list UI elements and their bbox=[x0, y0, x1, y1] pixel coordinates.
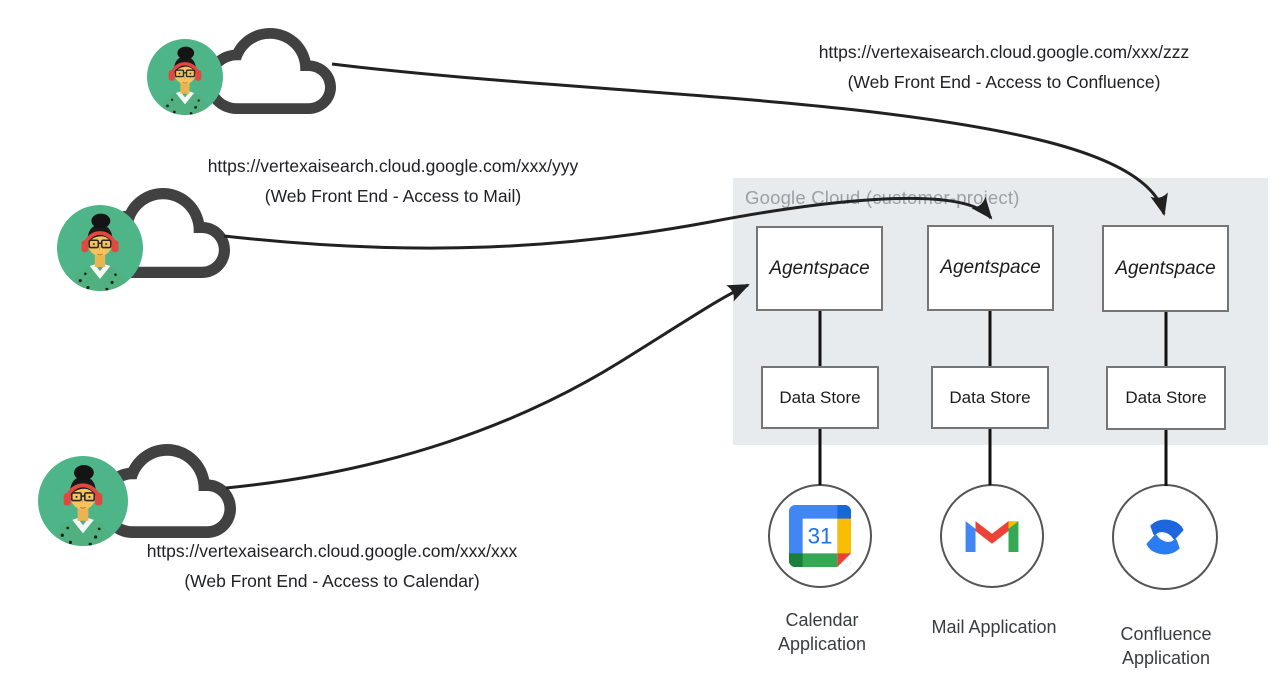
data-store-box-confluence: Data Store bbox=[1106, 366, 1226, 430]
data-store-box-mail: Data Store bbox=[931, 366, 1049, 429]
data-store-label: Data Store bbox=[1125, 388, 1207, 407]
user-avatar bbox=[57, 205, 143, 291]
agentspace-box-confluence: Agentspace bbox=[1102, 225, 1229, 312]
calendar-app-circle: 31 bbox=[768, 484, 872, 588]
gmail-icon bbox=[965, 521, 1019, 552]
calendar-app-label: Calendar Application bbox=[777, 610, 867, 654]
confluence-url: https://vertexaisearch.cloud.google.com/… bbox=[818, 42, 1190, 62]
user-avatar bbox=[38, 456, 128, 546]
mail-app-label: Mail Application bbox=[931, 617, 1057, 637]
calendar-url: https://vertexaisearch.cloud.google.com/… bbox=[146, 541, 518, 561]
data-store-label: Data Store bbox=[949, 387, 1031, 407]
mail-url: https://vertexaisearch.cloud.google.com/… bbox=[207, 156, 579, 176]
mail-app-circle bbox=[940, 484, 1044, 588]
confluence-app-circle bbox=[1112, 484, 1218, 590]
user-avatar bbox=[147, 39, 223, 115]
agentspace-label: Agentspace bbox=[1115, 257, 1216, 279]
data-store-box-calendar: Data Store bbox=[761, 366, 879, 429]
confluence-app-label: Confluence Application bbox=[1120, 624, 1212, 668]
data-store-label: Data Store bbox=[779, 387, 861, 407]
google-cloud-container-label: Google Cloud (customer-project) bbox=[745, 187, 1020, 208]
google-calendar-icon: 31 bbox=[789, 505, 851, 567]
svg-text:31: 31 bbox=[808, 523, 833, 548]
confluence-caption: (Web Front End - Access to Confluence) bbox=[847, 72, 1161, 92]
agentspace-label: Agentspace bbox=[769, 257, 870, 279]
calendar-url-block: https://vertexaisearch.cloud.google.com/… bbox=[107, 536, 557, 596]
agentspace-box-mail: Agentspace bbox=[927, 225, 1054, 311]
confluence-url-block: https://vertexaisearch.cloud.google.com/… bbox=[779, 37, 1229, 97]
agentspace-box-calendar: Agentspace bbox=[756, 226, 883, 311]
agentspace-label: Agentspace bbox=[940, 257, 1041, 278]
confluence-icon bbox=[1146, 519, 1184, 555]
arrow-calendar-user-to-agentspace bbox=[225, 283, 750, 490]
calendar-caption: (Web Front End - Access to Calendar) bbox=[184, 571, 480, 591]
cloud-icon bbox=[204, 28, 336, 114]
mail-caption: (Web Front End - Access to Mail) bbox=[264, 186, 522, 206]
mail-url-block: https://vertexaisearch.cloud.google.com/… bbox=[168, 151, 618, 211]
